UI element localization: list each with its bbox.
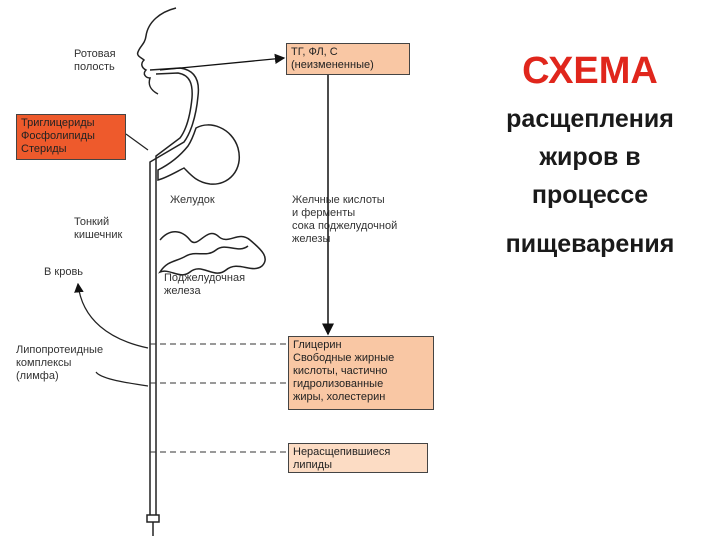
stomach-label: Желудок xyxy=(170,194,215,206)
lymph-curve xyxy=(95,371,149,387)
pancreas-label: Поджелудочная железа xyxy=(164,272,246,297)
dietary-lipids-box: Триглицериды Фосфолипиды Стериды xyxy=(16,114,126,160)
title-line-3: процессе xyxy=(531,181,649,209)
head-profile xyxy=(136,7,177,95)
small-intestine-label: Тонкий кишечник xyxy=(74,216,123,241)
title-main: СХЕМА xyxy=(522,50,658,92)
to-blood-label: В кровь xyxy=(44,266,84,278)
bile-label: Желчные кислоты и ферменты сока поджелуд… xyxy=(292,194,398,245)
title-line-4: пищеварения xyxy=(505,230,675,258)
lipoproteins-label: Липопротеидные комплексы (лимфа) xyxy=(16,344,104,382)
title-line-1: расщепления xyxy=(506,105,674,133)
unchanged-lipids-box: ТГ, ФЛ, С (неизмененные) xyxy=(286,43,410,75)
title-line-2: жиров в xyxy=(539,143,641,171)
esophagus xyxy=(149,67,200,515)
intestine-shape xyxy=(158,231,266,276)
undigested-lipids-box: Нерасщепившиеся липиды xyxy=(288,443,428,473)
digestion-products-box: Глицерин Свободные жирные кислоты, части… xyxy=(288,336,434,410)
stomach-shape xyxy=(157,124,241,185)
arrow-to-unchanged xyxy=(159,53,286,71)
arrow-to-blood xyxy=(74,282,149,349)
oral-cavity-label: Ротовая полость xyxy=(74,48,116,73)
